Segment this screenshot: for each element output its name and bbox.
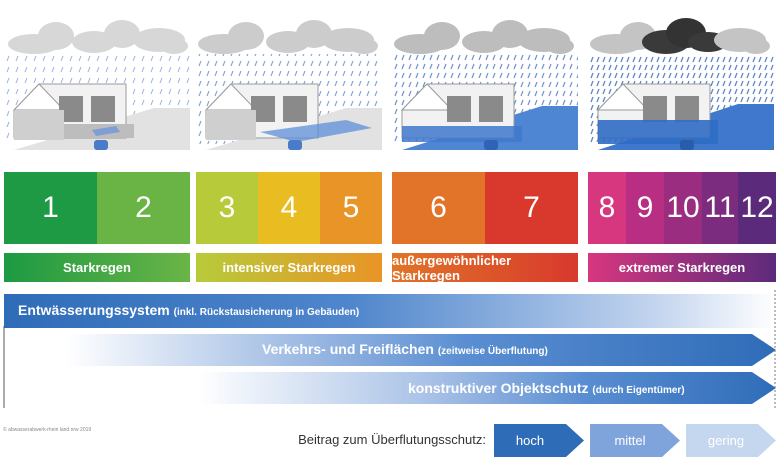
level-number: 5 [342,191,360,224]
level-number: 4 [280,191,298,224]
band-drainage-bar [4,294,776,328]
band-main-text: Verkehrs- und Freiflächen [262,341,434,357]
legend-medium-text: mittel [614,433,646,448]
level-box-6: 6 [392,172,485,244]
rain-scene-3 [392,20,578,150]
cloud-icon [198,20,378,54]
legend-low-text: gering [707,433,745,448]
level-box-1: 1 [4,172,97,244]
cloud-icon [8,20,188,54]
legend-high-text: hoch [515,433,545,448]
cloud-icon [394,20,574,54]
level-box-5: 5 [320,172,382,244]
band-note-text: (zeitweise Überflutung) [437,346,548,357]
level-number: 12 [740,191,774,224]
level-box-12: 12 [738,172,776,244]
level-box-2: 2 [97,172,190,244]
band-traffic-label: Verkehrs- und Freiflächen (zeitweise Übe… [262,341,548,357]
legend-label: Beitrag zum Überflutungsschutz: [298,432,486,447]
band-note-text: (durch Eigentümer) [592,385,685,396]
cloud-icon [590,18,770,54]
level-box-8: 8 [588,172,626,244]
band-traffic-arrow [4,334,776,366]
level-number: 2 [135,191,152,224]
category-intensiver-starkregen: intensiver Starkregen [196,253,382,282]
category-aussergewoehnlicher-starkregen: außergewöhnlicher Starkregen [392,252,578,283]
level-number: 6 [430,191,447,224]
band-main-text: Entwässerungssystem [18,302,170,318]
category-label: außergewöhnlicher Starkregen [392,252,512,283]
band-object-label: konstruktiver Objektschutz (durch Eigent… [408,380,685,396]
rain-scene-2 [196,20,382,150]
band-note-text: (inkl. Rückstausicherung in Gebäuden) [173,307,360,318]
band-drainage-label: Entwässerungssystem (inkl. Rückstausiche… [18,302,359,318]
category-label: Starkregen [63,260,131,275]
level-number: 11 [704,191,736,224]
level-box-7: 7 [485,172,578,244]
category-starkregen: Starkregen [4,253,190,282]
level-box-4: 4 [258,172,320,244]
rain-scene-1 [4,20,190,150]
category-label: extremer Starkregen [618,260,746,275]
level-number: 8 [598,191,616,224]
category-extremer-starkregen: extremer Starkregen [588,253,776,282]
level-box-10: 10 [664,172,702,244]
legend-medium-chevron [590,424,680,457]
level-number: 10 [666,191,700,224]
band-main-text: konstruktiver Objektschutz [408,380,589,396]
level-number: 1 [42,191,59,224]
level-number: 3 [218,191,236,224]
legend-high-chevron [494,424,584,457]
rain-scene-4 [588,18,774,150]
level-number: 9 [636,191,654,224]
level-box-9: 9 [626,172,664,244]
copyright-text: © abwasserabwerk-rhein land.nrw 2019 [3,427,92,433]
level-number: 7 [523,191,540,224]
band-object-arrow [4,372,776,404]
legend-low-chevron [686,424,776,457]
protection-bands [3,290,776,408]
level-box-11: 11 [702,172,738,244]
level-box-3: 3 [196,172,258,244]
category-label: intensiver Starkregen [222,260,356,275]
